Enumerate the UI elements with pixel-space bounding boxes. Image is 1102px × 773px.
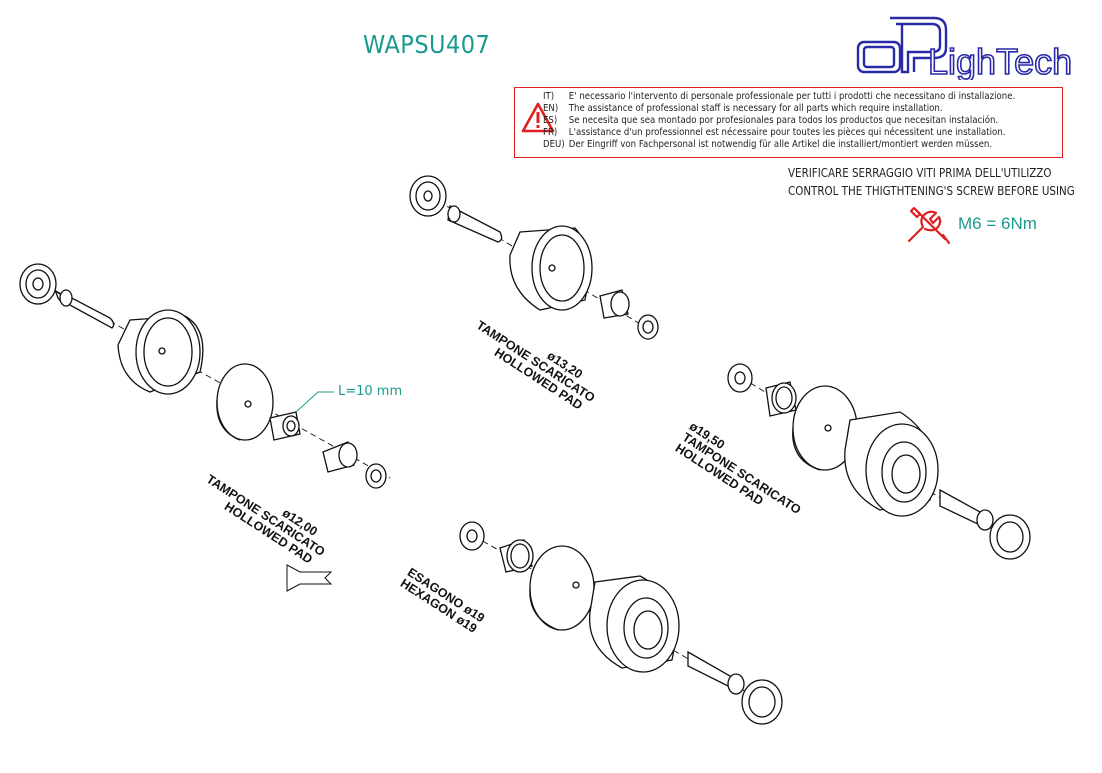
spacer-length-label: L=10 mm — [338, 384, 403, 399]
wrench-screwdriver-icon — [905, 205, 951, 245]
installation-warning-box: IT)E' necessario l'intervento di persona… — [514, 87, 1063, 158]
warning-row-en: EN)The assistance of professional staff … — [543, 103, 943, 114]
torque-spec: M6 = 6Nm — [958, 214, 1037, 233]
warning-row-de: DEU)Der Eingriff von Fachpersonal ist no… — [543, 139, 993, 150]
assembly-left — [19, 263, 391, 592]
warning-row-fr: FR)L'assistance d'un professionnel est n… — [543, 127, 1006, 138]
assembly-right — [727, 363, 1031, 560]
svg-text:LighTech: LighTech — [928, 41, 1072, 80]
warning-row-es: ES)Se necesita que sea montado por profe… — [543, 115, 999, 126]
warning-row-it: IT)E' necessario l'intervento di persona… — [543, 91, 1016, 102]
warning-triangle-icon — [521, 102, 555, 133]
product-code-title: WAPSU407 — [363, 30, 491, 59]
verify-line-en: CONTROL THE THIGTHTENING'S SCREW BEFORE … — [788, 184, 1075, 198]
assembly-top — [409, 175, 659, 340]
assembly-bottom — [459, 521, 783, 725]
lightech-logo: LighTech — [856, 14, 1094, 83]
verify-line-it: VERIFICARE SERRAGGIO VITI PRIMA DELL'UTI… — [788, 166, 1052, 180]
